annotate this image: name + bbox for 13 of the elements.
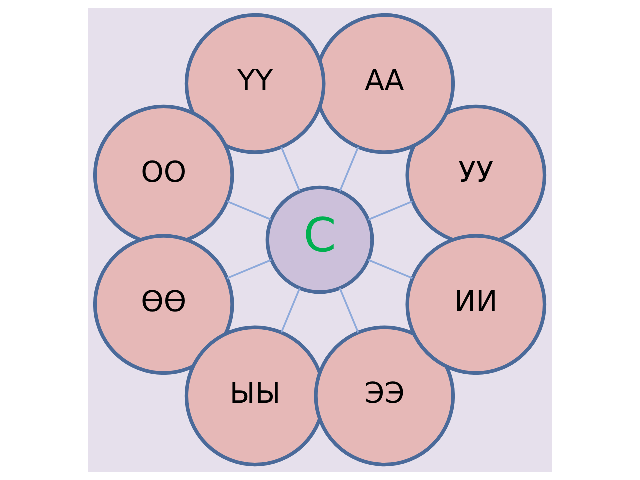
connector [226, 200, 272, 221]
connector [339, 288, 360, 334]
connector [368, 259, 414, 280]
node-circle: ҮҮ [184, 13, 326, 154]
node-circle: ӨӨ [93, 234, 234, 376]
connector [226, 259, 272, 280]
connector [280, 146, 301, 192]
node-circle: ЭЭ [314, 326, 456, 467]
connector [280, 288, 301, 334]
connector [368, 200, 414, 221]
node-circle: ИИ [406, 234, 547, 376]
connector [339, 146, 360, 192]
node-circle: С [266, 186, 374, 294]
